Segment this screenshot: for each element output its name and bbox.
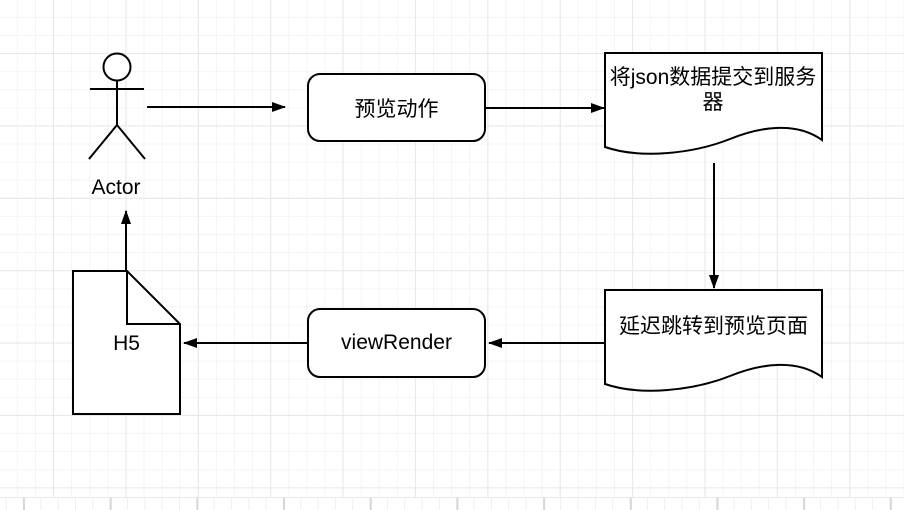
node-preview-action[interactable]: 预览动作 <box>307 73 486 142</box>
node-h5-label: H5 <box>113 331 140 355</box>
document-shape <box>604 289 823 392</box>
note-shape-outline <box>72 270 181 415</box>
node-actor-label: Actor <box>91 175 141 199</box>
actor-head <box>102 52 132 82</box>
node-preview-action-label: 预览动作 <box>354 97 439 121</box>
node-actor[interactable] <box>88 52 146 160</box>
grid-page-edge-strip <box>0 497 904 510</box>
node-h5[interactable] <box>72 270 181 415</box>
note-shape-fold <box>126 271 180 325</box>
node-view-render-label: viewRender <box>341 331 452 354</box>
actor-left-leg <box>88 124 118 160</box>
node-delay-redirect-label: 延迟跳转到预览页面 <box>619 314 808 338</box>
node-submit-json-label: 将json数据提交到服务器 <box>609 65 817 114</box>
document-shape <box>604 52 823 155</box>
node-delay-redirect[interactable] <box>604 289 823 392</box>
node-submit-json[interactable] <box>604 52 823 155</box>
node-view-render[interactable]: viewRender <box>307 308 486 378</box>
actor-right-leg <box>116 124 146 160</box>
